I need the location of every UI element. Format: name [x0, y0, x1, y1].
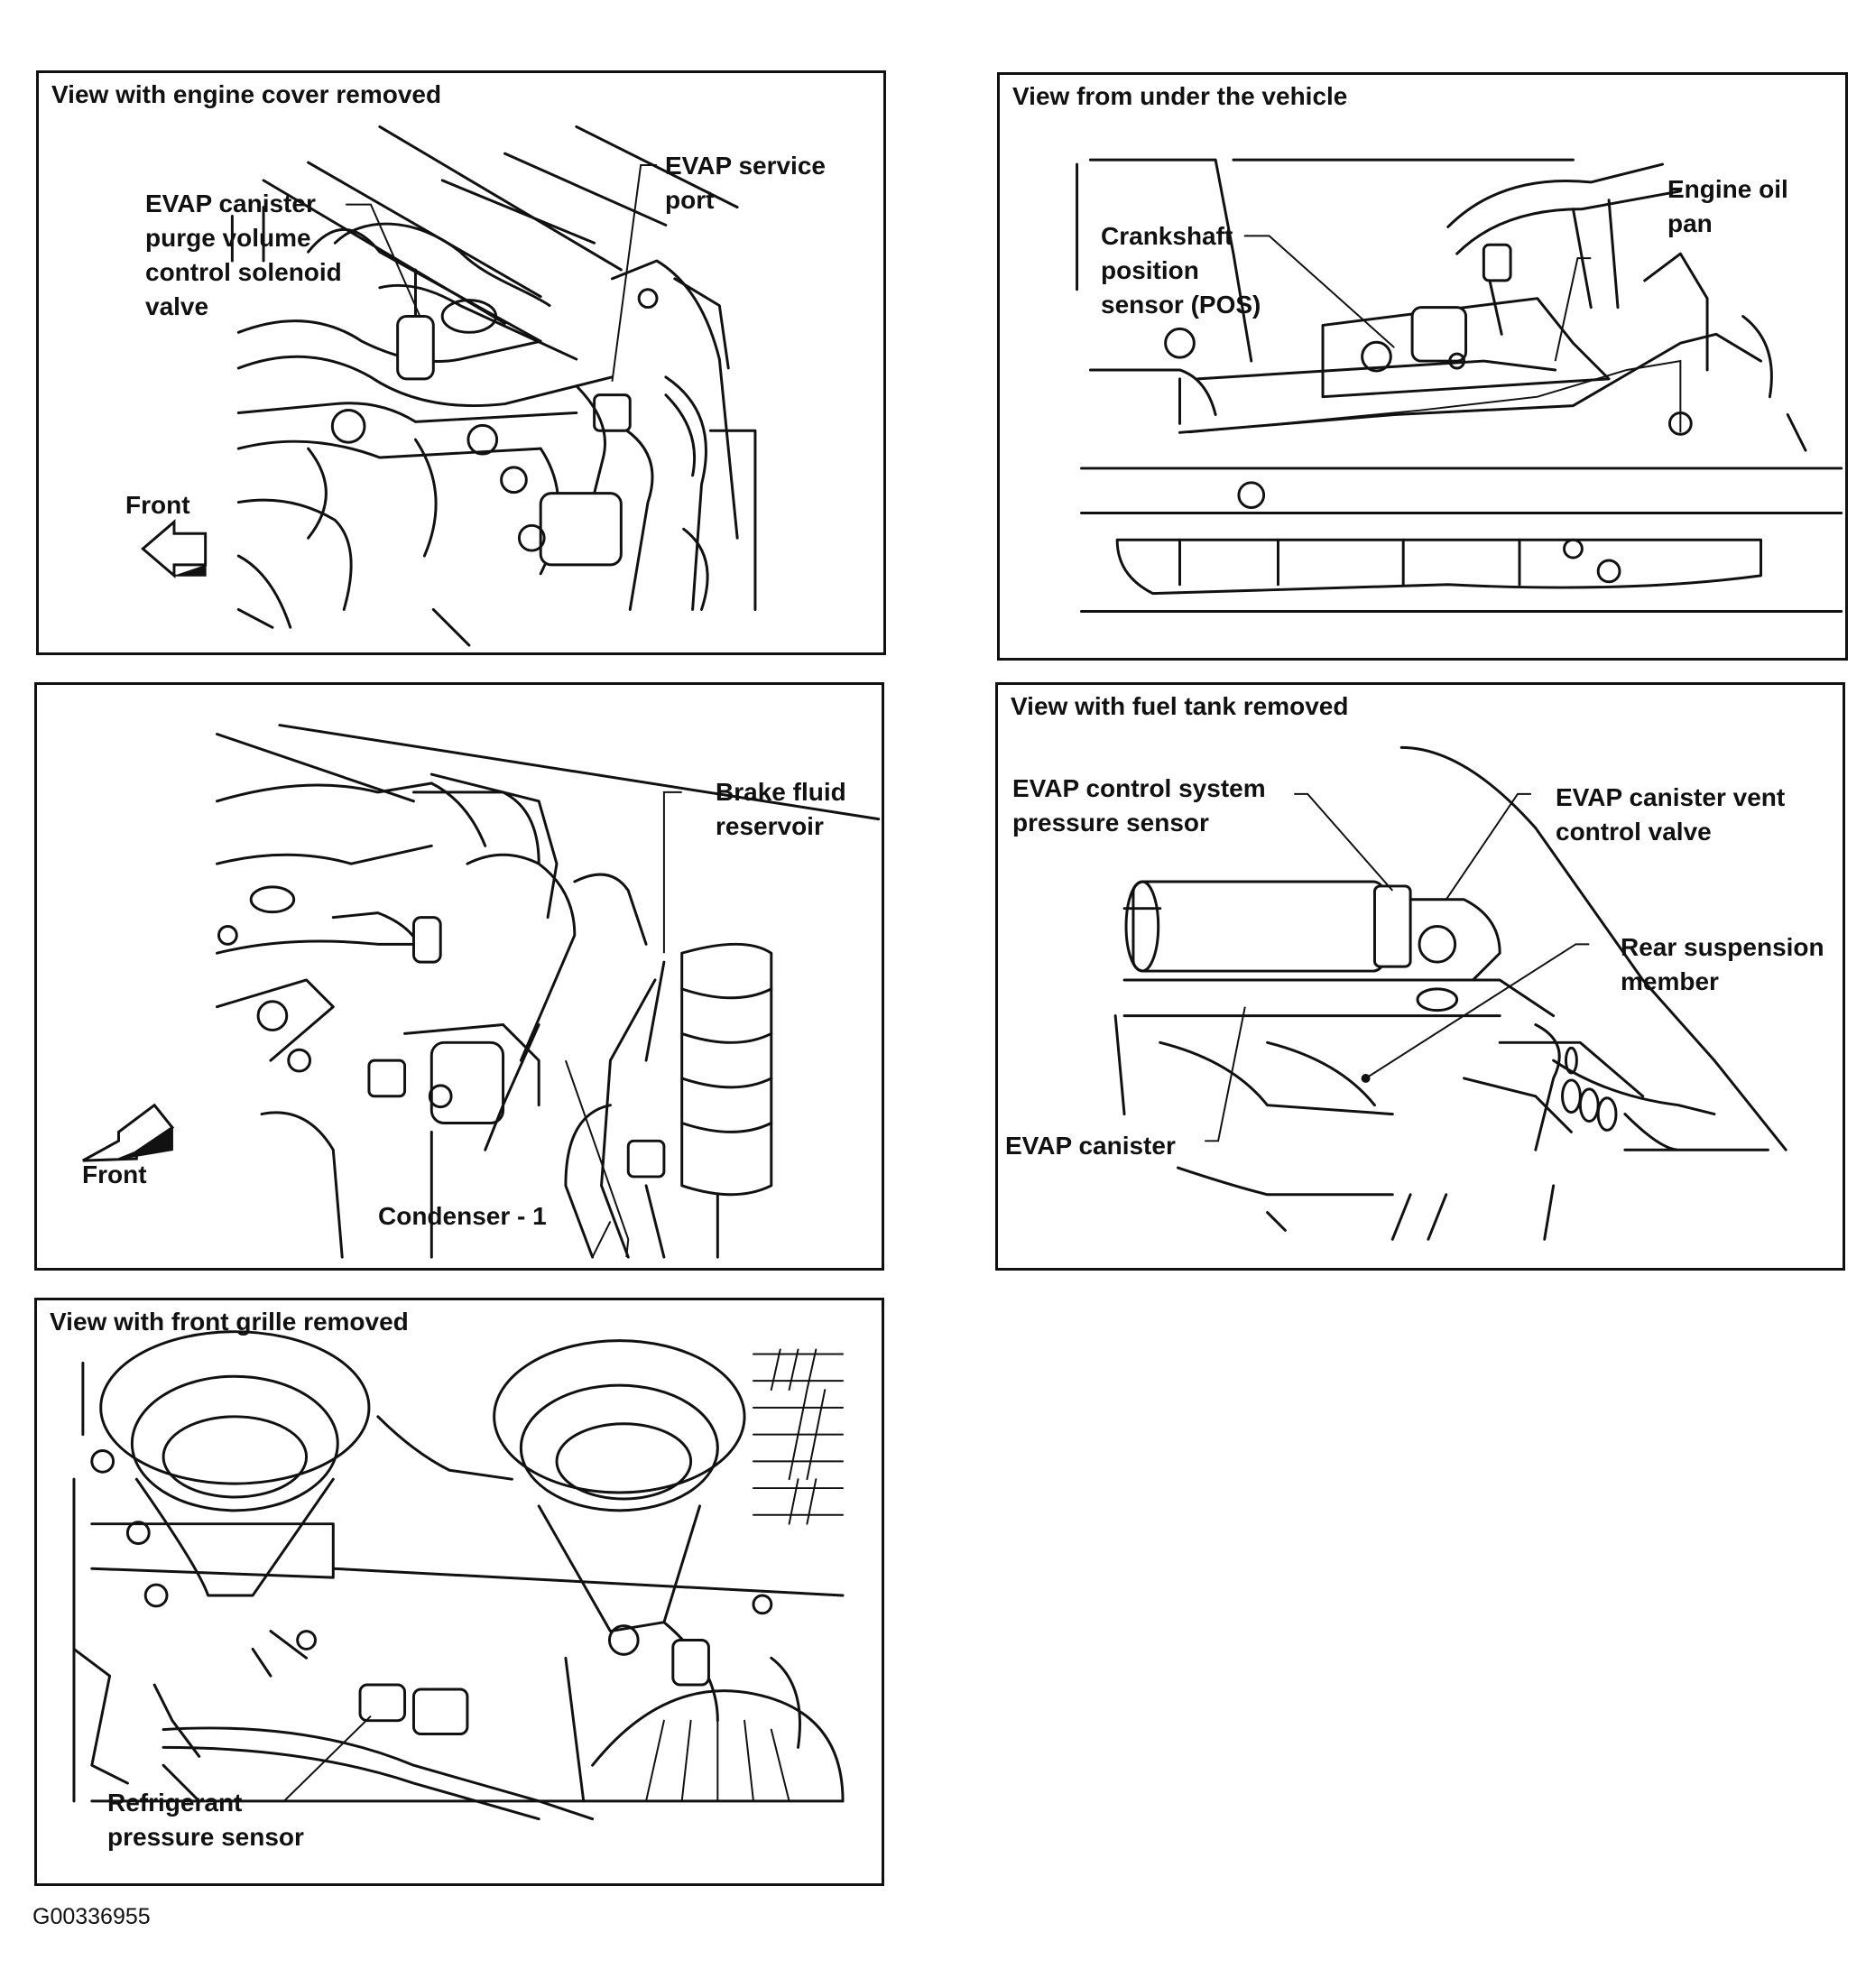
fuel-tank-drawing [1113, 745, 1787, 1241]
brake-reservoir-line: Brake fluid [716, 778, 846, 806]
service-port-label: EVAP service port [665, 149, 826, 217]
oil-pan-line: Engine oil [1667, 175, 1788, 203]
front-label: Front [82, 1160, 147, 1188]
figure-id: G00336955 [32, 1904, 151, 1929]
panel-engine-cover: View with engine cover removed EVAP cani… [36, 70, 886, 655]
refrigerant-sensor-line: Refrigerant [107, 1789, 243, 1817]
front-grille-drawing [72, 1330, 845, 1821]
vent-valve-label: EVAP canister vent control valve [1556, 781, 1785, 849]
crankshaft-sensor-line: Crankshaft [1101, 222, 1233, 250]
purge-valve-line: control solenoid [145, 258, 342, 286]
engine-cover-title: View with engine cover removed [51, 80, 442, 108]
crankshaft-sensor-label: Crankshaft position sensor (POS) [1101, 219, 1261, 322]
condenser-label: Condenser - 1 [378, 1202, 547, 1230]
brake-reservoir-line: reservoir [716, 812, 824, 840]
brake-area-drawing [82, 724, 881, 1259]
panel-front-grille: View with front grille removed Refrigera… [34, 1298, 884, 1886]
fuel-tank-title: View with fuel tank removed [1011, 692, 1349, 720]
under-vehicle-drawing [1076, 158, 1843, 613]
crankshaft-sensor-line: sensor (POS) [1101, 291, 1261, 319]
rear-suspension-line: Rear suspension [1621, 933, 1824, 961]
pressure-sensor-line: pressure sensor [1012, 809, 1209, 837]
canister-label: EVAP canister [1005, 1132, 1176, 1160]
purge-valve-label: EVAP canister purge volume control solen… [145, 187, 342, 324]
brake-reservoir-label: Brake fluid reservoir [716, 775, 846, 844]
oil-pan-line: pan [1667, 209, 1713, 237]
rear-suspension-label: Rear suspension member [1621, 930, 1824, 999]
panel-brake-area: Brake fluid reservoir Condenser - 1 Fron… [34, 682, 884, 1271]
vent-valve-line: EVAP canister vent [1556, 783, 1786, 811]
panel-under-vehicle: View from under the vehicle Crankshaft p… [997, 72, 1848, 661]
service-port-line: port [665, 186, 715, 214]
panel-fuel-tank: View with fuel tank removed EVAP control… [995, 682, 1845, 1271]
refrigerant-sensor-line: pressure sensor [107, 1823, 304, 1851]
front-grille-title: View with front grille removed [50, 1308, 409, 1336]
oil-pan-label: Engine oil pan [1667, 172, 1788, 241]
service-port-line: EVAP service [665, 152, 826, 180]
rear-suspension-line: member [1621, 967, 1719, 995]
purge-valve-line: purge volume [145, 224, 311, 252]
vent-valve-line: control valve [1556, 818, 1712, 846]
front-label: Front [125, 491, 190, 519]
purge-valve-line: valve [145, 292, 209, 320]
pressure-sensor-label: EVAP control system pressure sensor [1012, 772, 1266, 840]
crankshaft-sensor-line: position [1101, 256, 1199, 284]
engine-cover-drawing [141, 125, 757, 647]
purge-valve-line: EVAP canister [145, 190, 316, 217]
under-vehicle-title: View from under the vehicle [1012, 82, 1348, 110]
pressure-sensor-line: EVAP control system [1012, 774, 1266, 802]
refrigerant-sensor-label: Refrigerant pressure sensor [107, 1786, 304, 1854]
